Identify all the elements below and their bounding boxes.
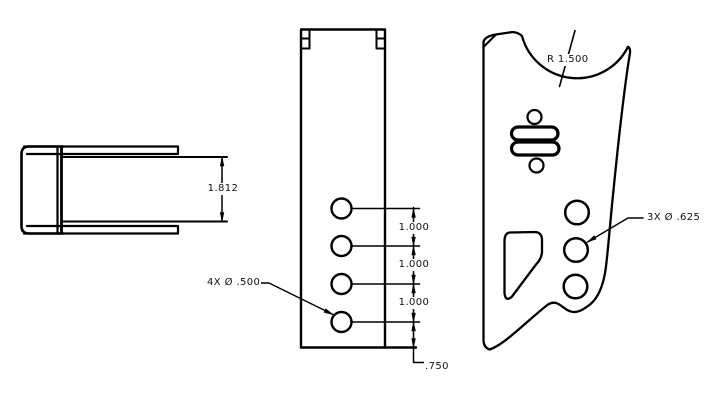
side-view-top-flange xyxy=(22,145,180,156)
side-view-bottom-flange xyxy=(22,224,180,235)
profile-slot-2 xyxy=(509,140,561,157)
leader-3x-arrow xyxy=(587,235,597,243)
dim-label-spacing-1: 1.000 xyxy=(397,221,431,234)
profile-corner-bend-line xyxy=(482,34,497,48)
profile-view xyxy=(482,29,644,351)
profile-small-hole-top xyxy=(526,108,543,126)
profile-hole-3 xyxy=(562,273,589,300)
profile-hole-2 xyxy=(562,236,590,264)
dim-arrows-spacing xyxy=(411,208,416,348)
callout-4x-holes: 4X Ø .500 xyxy=(206,277,262,289)
dim-label-spacing-2: 1.000 xyxy=(397,259,431,271)
front-view-right-tab xyxy=(375,28,386,50)
profile-small-hole-bottom xyxy=(528,157,545,174)
front-hole-3 xyxy=(330,272,353,296)
front-hole-4 xyxy=(330,310,353,334)
front-hole-2 xyxy=(330,234,353,258)
callout-3x-holes: 3X Ø .625 xyxy=(646,212,702,224)
profile-outline xyxy=(482,30,632,351)
front-view-outline xyxy=(299,28,387,349)
front-view xyxy=(258,28,427,364)
profile-d-cutout xyxy=(503,230,544,300)
front-view-left-tab xyxy=(300,28,311,50)
dim-label-spacing-3: 1.000 xyxy=(397,296,431,309)
leader-3x-holes xyxy=(586,217,644,243)
leader-4x-holes xyxy=(258,282,334,316)
front-hole-1 xyxy=(330,197,353,220)
side-view xyxy=(20,145,229,235)
dim-label-side-height: 1.812 xyxy=(206,183,240,195)
callout-radius: R 1.500 xyxy=(546,54,590,66)
dim-label-bottom-offset: .750 xyxy=(424,361,450,373)
profile-hole-1 xyxy=(563,199,591,226)
profile-slot-1 xyxy=(509,125,560,142)
leader-4x-arrow xyxy=(323,308,334,315)
hole-extension-lines xyxy=(351,207,421,323)
dim-arrow-1812-top xyxy=(219,156,225,167)
dim-arrow-1812-bottom xyxy=(219,212,225,222)
